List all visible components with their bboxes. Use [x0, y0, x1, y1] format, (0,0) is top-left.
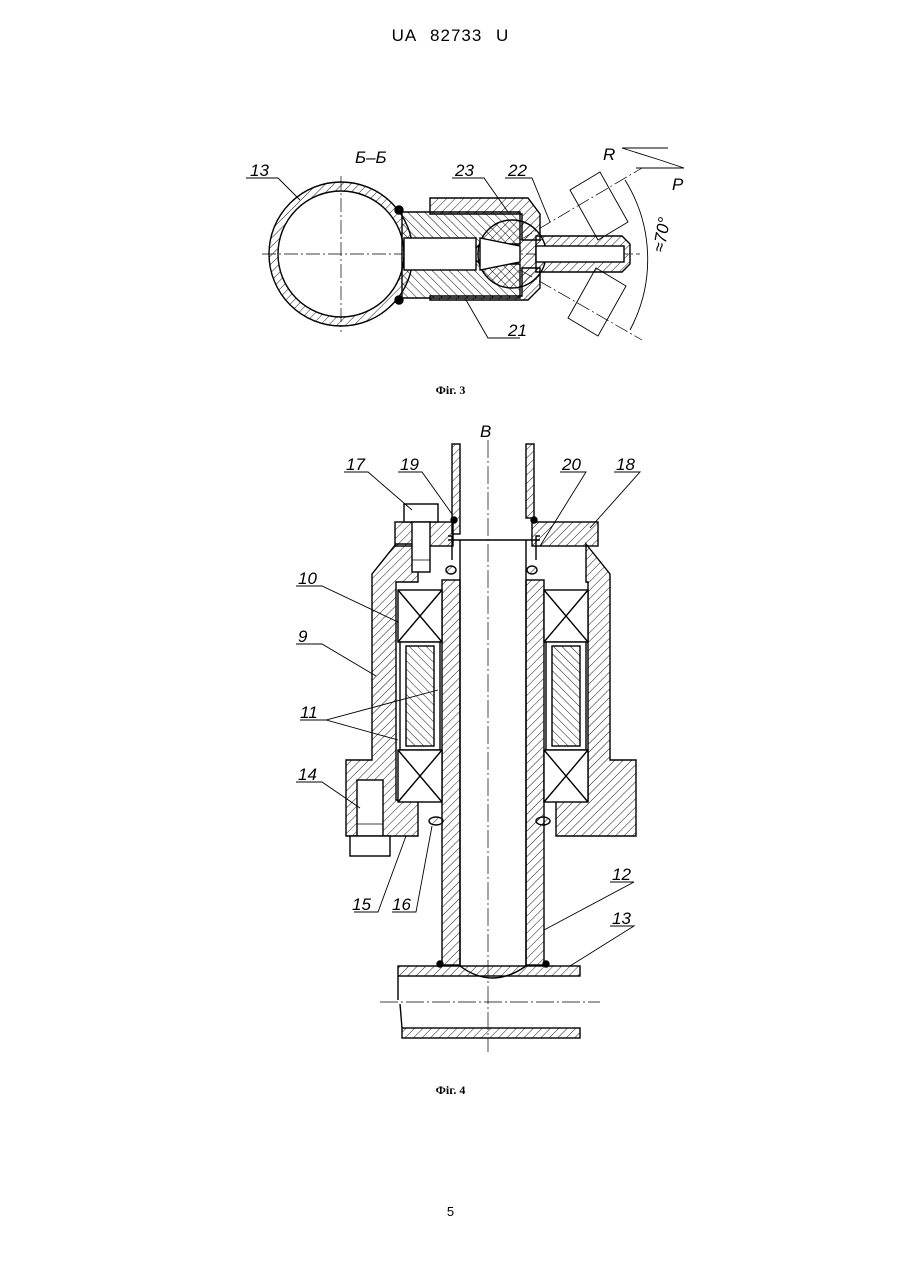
figure-3-caption: Фіг. 3 [0, 383, 901, 398]
view-label: B [480, 422, 491, 441]
fig4-label-13: 13 [612, 909, 631, 928]
fig4-label-9: 9 [298, 627, 308, 646]
fig4-label-17: 17 [346, 455, 365, 474]
fig3-label-21: 21 [507, 321, 527, 340]
angle-label: ≈70° [649, 216, 674, 254]
fig4-label-16: 16 [392, 895, 411, 914]
page-number: 5 [0, 1204, 901, 1219]
fig3-label-22: 22 [507, 161, 527, 180]
force-label-r: R [603, 145, 615, 164]
section-label: Б–Б [355, 148, 387, 167]
fig4-label-15: 15 [352, 895, 371, 914]
force-label-p: P [672, 175, 684, 194]
fig3-label-23: 23 [454, 161, 474, 180]
figure-4-drawing [296, 440, 640, 1052]
fig4-label-20: 20 [561, 455, 581, 474]
figure-4-caption: Фіг. 4 [0, 1083, 901, 1098]
fig4-label-10: 10 [298, 569, 317, 588]
fig4-label-14: 14 [298, 765, 317, 784]
fig4-label-19: 19 [400, 455, 419, 474]
fig4-label-18: 18 [616, 455, 635, 474]
fig3-label-13: 13 [250, 161, 269, 180]
fig4-label-11: 11 [300, 703, 318, 722]
fig4-label-12: 12 [612, 865, 631, 884]
